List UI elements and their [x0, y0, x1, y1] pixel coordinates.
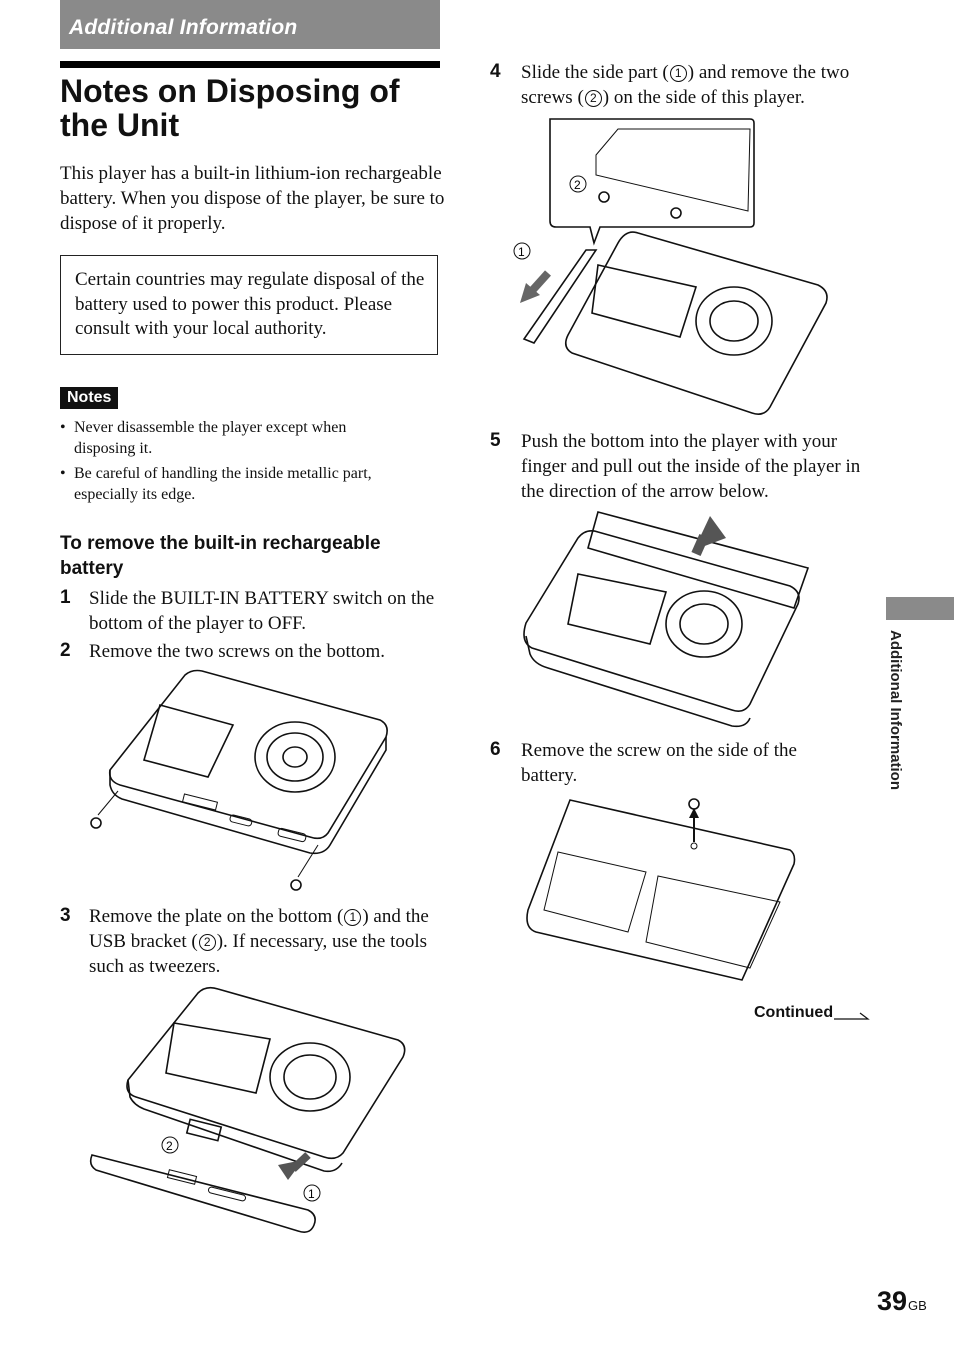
screen-shape — [591, 264, 698, 338]
subheading: To remove the built-in rechargeable batt… — [60, 533, 381, 579]
step-text-part: Slide the side part ( — [521, 62, 669, 83]
side-tab-bar — [886, 597, 954, 620]
step-text-part: Remove the plate on the bottom ( — [89, 906, 344, 927]
intro-paragraph: This player has a built-in lithium-ion r… — [60, 163, 445, 234]
screen-shape — [143, 704, 235, 778]
screw-icon — [688, 798, 700, 810]
inner-unit — [587, 511, 810, 609]
page-suffix: GB — [908, 1298, 927, 1313]
title-rule — [60, 61, 440, 68]
step-text: Remove the screw on the side of the batt… — [521, 740, 797, 786]
side-tab-text: Additional Information — [887, 630, 904, 790]
step-text-part: ) and the USB bracket ( — [89, 906, 429, 952]
screw-icon — [598, 191, 610, 203]
callout-one-label: 1 — [518, 245, 525, 259]
step-text-part: ) and remove the two screws ( — [521, 62, 850, 108]
notes-label: Notes — [60, 387, 119, 409]
note-text: Be careful of handling the inside metall… — [74, 465, 372, 503]
note-item: • Be careful of handling the inside meta… — [60, 463, 420, 505]
step-number: 3 — [60, 905, 71, 926]
illustration-pull-out-inside — [523, 511, 810, 728]
regulation-text: Certain countries may regulate disposal … — [75, 269, 425, 339]
callout-one-label: 1 — [308, 1187, 315, 1201]
continued-arrow-icon — [834, 1012, 870, 1020]
page-number: 39 — [877, 1286, 908, 1316]
bullet-dot: • — [60, 465, 66, 482]
section-header-bar: Additional Information — [60, 0, 440, 49]
regulation-box: Certain countries may regulate disposal … — [60, 255, 438, 355]
continued-label: Continued — [754, 1004, 834, 1021]
callout-two-label: 2 — [166, 1139, 173, 1153]
note-item: • Never disassemble the player except wh… — [60, 417, 420, 459]
battery-right — [645, 875, 781, 969]
callout-two-icon: 2 — [198, 934, 216, 951]
screw-icon — [670, 207, 682, 219]
illustration-remove-battery-screw — [526, 798, 796, 981]
step-text-part: ). If necessary, use the tools such as t… — [89, 931, 428, 977]
callout-one-icon: 1 — [669, 65, 687, 82]
bullet-dot: • — [60, 419, 66, 436]
step-text: Remove the plate on the bottom (1) and t… — [89, 904, 444, 979]
step-number: 6 — [490, 739, 501, 760]
page-title: Notes on Disposing of the Unit — [60, 73, 400, 143]
callout-two-icon: 2 — [584, 90, 602, 107]
step-number: 4 — [490, 61, 501, 82]
step-text: Push the bottom into the player with you… — [521, 431, 861, 502]
step-text: Remove the two screws on the bottom. — [89, 641, 386, 662]
screen-shape — [567, 573, 668, 645]
side-tab: Additional Information — [880, 630, 910, 810]
step-text: Slide the BUILT-IN BATTERY switch on the… — [89, 588, 435, 634]
step-number: 1 — [60, 587, 71, 608]
step-text: Slide the side part (1) and remove the t… — [521, 60, 876, 110]
bottom-plate — [89, 1154, 316, 1233]
illustration-slide-side-part: 2 1 — [513, 118, 828, 415]
step-number: 5 — [490, 430, 501, 451]
illustration-remove-bottom-screws — [90, 669, 388, 891]
zoom-callout — [549, 118, 755, 246]
screen-shape — [165, 1022, 271, 1094]
step-text-part: ) on the side of this player. — [602, 87, 805, 108]
usb-bracket — [185, 1118, 223, 1142]
battery-left — [543, 851, 647, 933]
step-number: 2 — [60, 640, 71, 661]
arrow-up-icon — [689, 808, 699, 818]
callout-two-label: 2 — [574, 178, 581, 192]
note-text: Never disassemble the player except when… — [74, 419, 347, 457]
callout-one-icon: 1 — [344, 909, 362, 926]
section-header-text: Additional Information — [69, 16, 298, 39]
screw-icon — [290, 879, 302, 891]
illustration-remove-plate: 2 1 — [89, 986, 406, 1233]
screw-icon — [90, 817, 102, 829]
side-part — [522, 249, 598, 344]
